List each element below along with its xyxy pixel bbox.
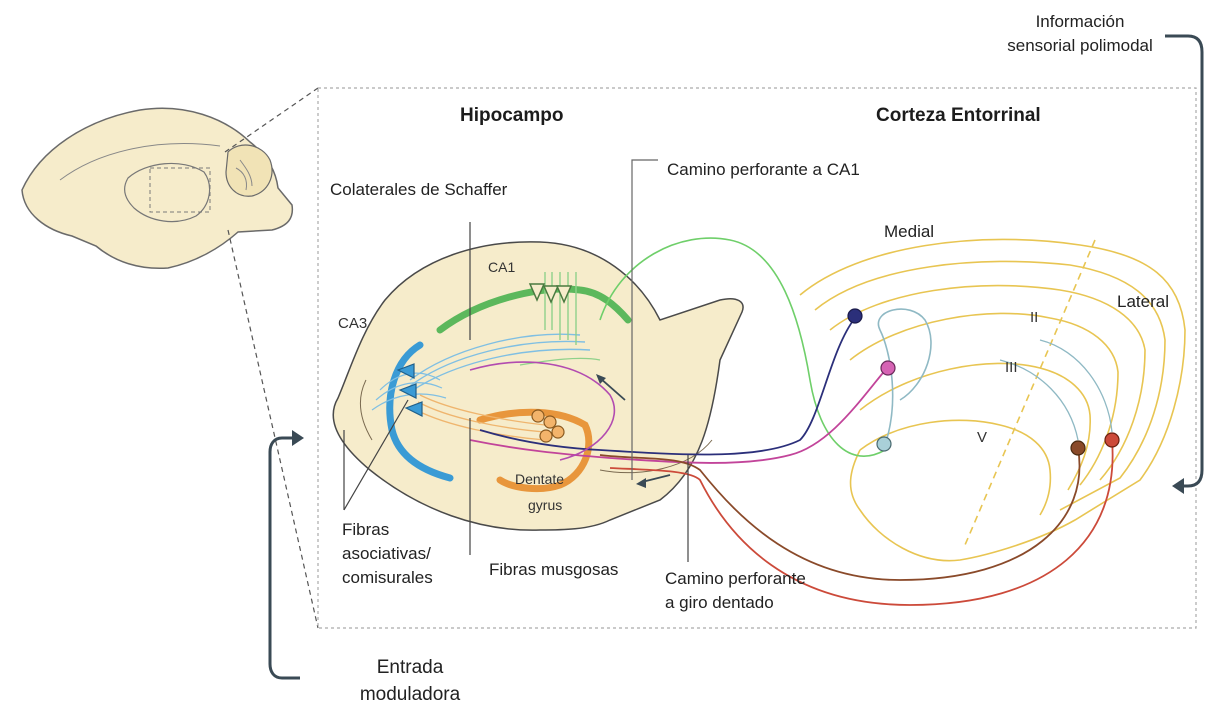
perforant-path-ca1-label: Camino perforante a CA1 <box>667 160 860 180</box>
layer3-neuron-lightblue <box>877 437 891 451</box>
polymodal-input-label: Información sensorial polimodal <box>980 10 1180 58</box>
medial-label: Medial <box>884 222 934 242</box>
schaffer-collaterals-label: Colaterales de Schaffer <box>330 180 507 200</box>
ca3-region-label: CA3 <box>338 315 367 332</box>
cortex-layer-outline <box>850 313 1118 485</box>
cortex-layer-outline <box>860 363 1090 490</box>
granule-cell <box>540 430 552 442</box>
hippocampus-heading: Hipocampo <box>460 106 563 126</box>
layer5-neuron-brown <box>1071 441 1085 455</box>
lateral-label: Lateral <box>1117 292 1169 312</box>
dentate-label-line1: Dentate <box>515 471 564 487</box>
brain-overview <box>22 108 292 268</box>
granule-cell <box>532 410 544 422</box>
polymodal-input-arrowhead <box>1172 478 1184 494</box>
granule-cell <box>552 426 564 438</box>
mossy-fibers-label: Fibras musgosas <box>489 560 618 580</box>
brain-cerebellum <box>226 145 272 196</box>
modulatory-input-arrowhead <box>292 430 304 446</box>
dentate-label-line2: gyrus <box>528 497 562 513</box>
modulatory-input-bracket <box>270 438 300 678</box>
cortex-layer-outline <box>830 286 1145 480</box>
entorhinal-cortex-heading: Corteza Entorrinal <box>876 106 1041 126</box>
zoom-line-bottom <box>228 230 318 628</box>
perforant-path-dg-label: Camino perforante a giro dentado <box>665 567 806 615</box>
cortex-layer-outline <box>800 239 1185 560</box>
layer2-neuron-navy <box>848 309 862 323</box>
associative-fibers-label: Fibras asociativas/ comisurales <box>342 518 433 590</box>
ca1-region-label: CA1 <box>488 259 515 275</box>
layer2-neuron-pink <box>881 361 895 375</box>
entorhinal-cortex <box>800 239 1185 560</box>
modulatory-input-label: Entrada moduladora <box>350 654 470 708</box>
layer-iii-label: III <box>1005 359 1018 376</box>
granule-cell <box>544 416 556 428</box>
layer-v-label: V <box>977 429 987 446</box>
layer5-neuron-red <box>1105 433 1119 447</box>
layer-ii-label: II <box>1030 309 1038 326</box>
